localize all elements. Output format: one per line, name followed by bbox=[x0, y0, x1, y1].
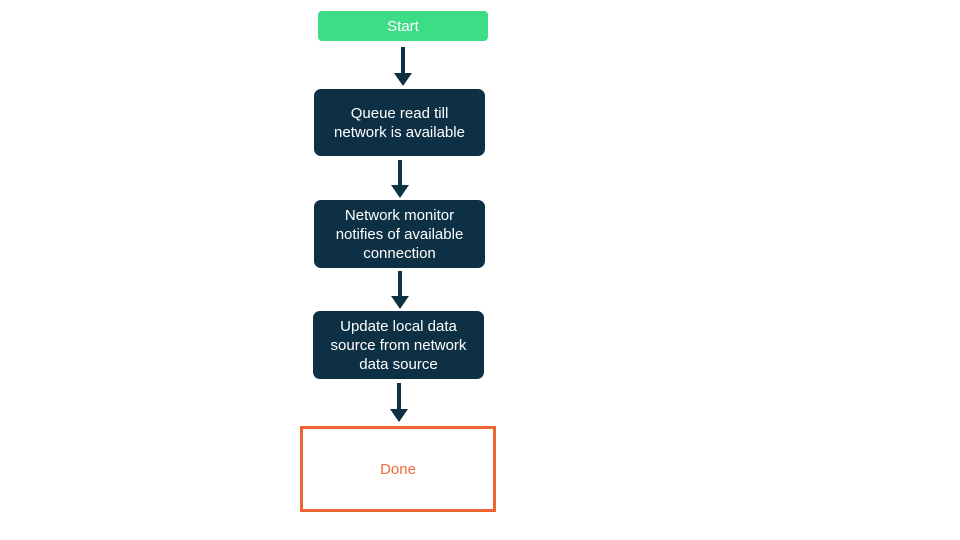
down-arrow-icon bbox=[391, 160, 409, 198]
arrow-shaft bbox=[398, 271, 402, 296]
arrow-shaft bbox=[397, 383, 401, 409]
flow-node-done-label: Done bbox=[380, 460, 416, 478]
down-arrow-icon bbox=[394, 47, 412, 86]
arrow-head bbox=[391, 296, 409, 309]
flow-node-start: Start bbox=[318, 11, 488, 41]
arrow-shaft bbox=[398, 160, 402, 185]
flow-node-network-monitor: Network monitor notifies of available co… bbox=[314, 200, 485, 268]
flow-node-update-local-source-label: Update local data source from network da… bbox=[330, 317, 467, 373]
arrow-head bbox=[390, 409, 408, 422]
flow-node-update-local-source: Update local data source from network da… bbox=[313, 311, 484, 379]
arrow-shaft bbox=[401, 47, 405, 73]
flow-node-queue-read-label: Queue read till network is available bbox=[334, 104, 465, 141]
arrow-head bbox=[394, 73, 412, 86]
down-arrow-icon bbox=[390, 383, 408, 422]
down-arrow-icon bbox=[391, 271, 409, 309]
flow-node-done: Done bbox=[300, 426, 496, 512]
flow-node-start-label: Start bbox=[387, 17, 419, 35]
flow-node-queue-read: Queue read till network is available bbox=[314, 89, 485, 156]
flow-node-network-monitor-label: Network monitor notifies of available co… bbox=[335, 206, 464, 262]
arrow-head bbox=[391, 185, 409, 198]
